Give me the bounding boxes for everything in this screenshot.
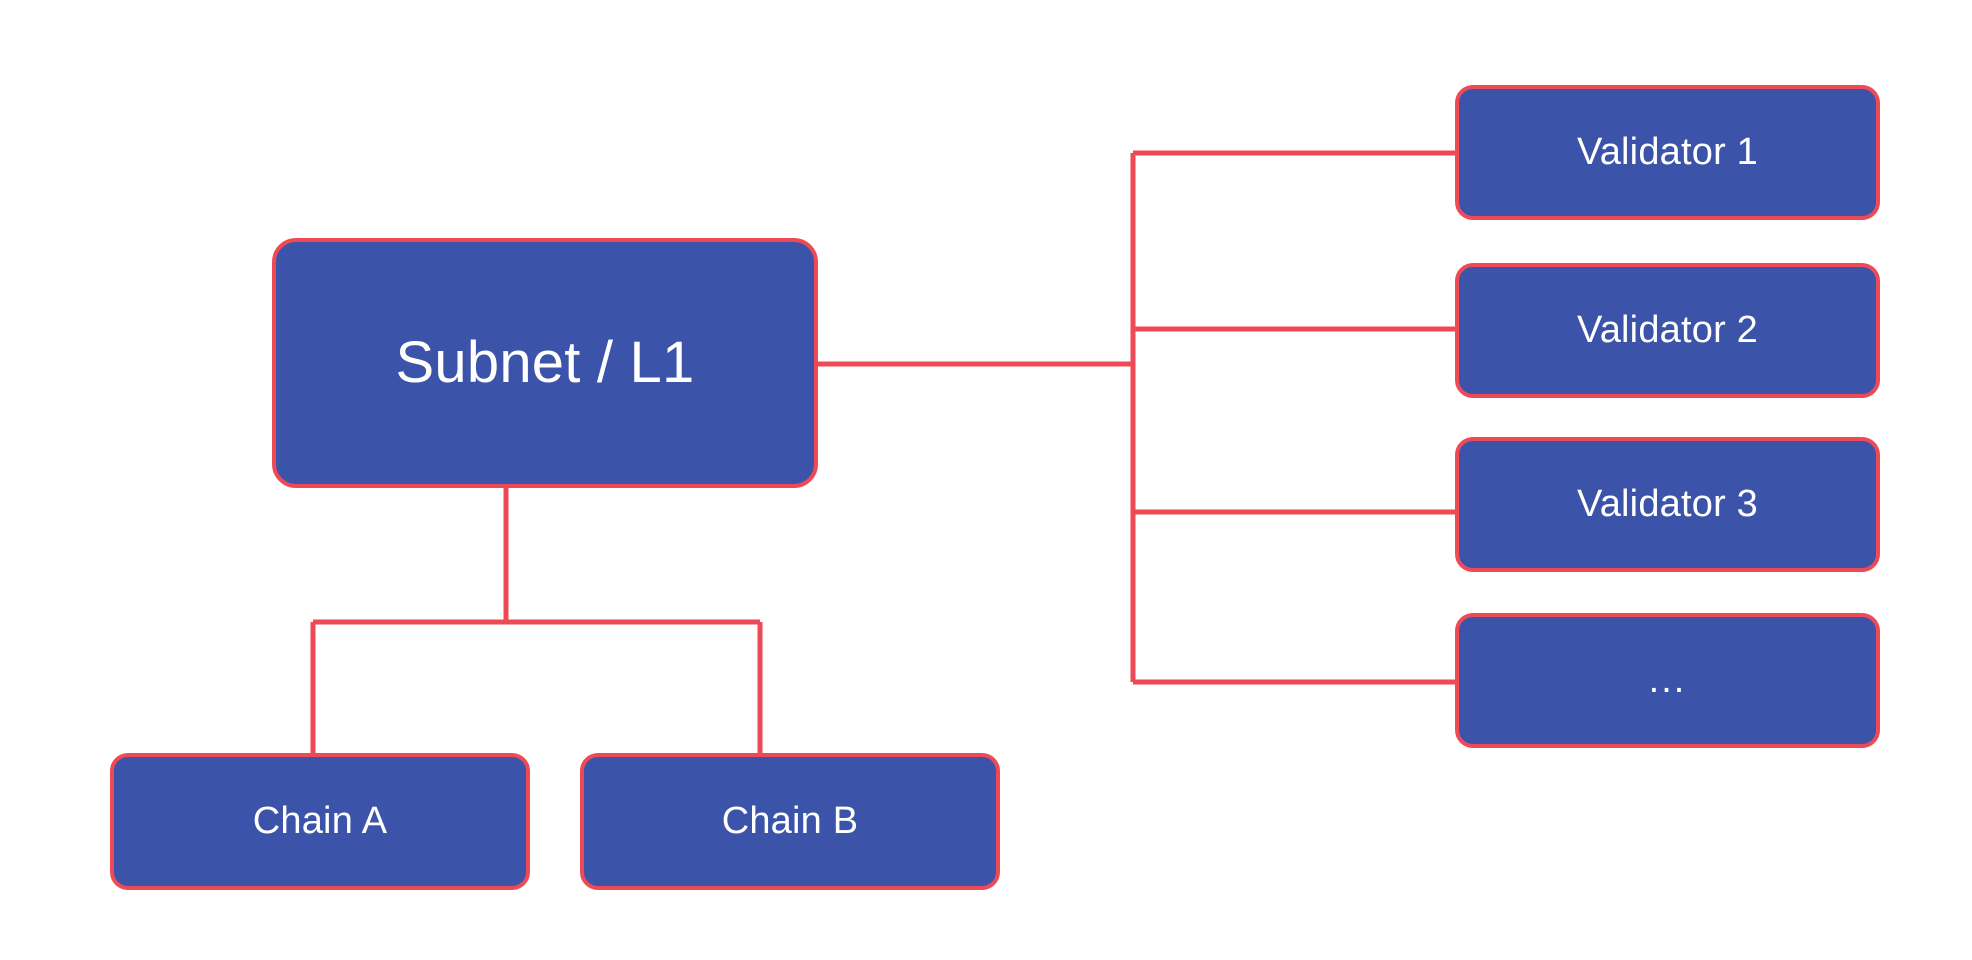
node-chain-a-label: Chain A [252,799,388,842]
node-validator-3-label: Validator 3 [1576,482,1759,525]
node-validator-1[interactable]: Validator 1 [1455,85,1880,220]
node-validator-more-label: ... [1648,658,1687,701]
node-chain-b-label: Chain B [721,799,859,842]
node-validator-2-label: Validator 2 [1576,308,1759,351]
node-subnet-l1[interactable]: Subnet / L1 [272,238,818,488]
node-validator-1-label: Validator 1 [1576,130,1759,173]
node-chain-b[interactable]: Chain B [580,753,1000,890]
node-subnet-l1-label: Subnet / L1 [395,330,695,396]
node-validator-3[interactable]: Validator 3 [1455,437,1880,572]
node-validator-more[interactable]: ... [1455,613,1880,748]
node-chain-a[interactable]: Chain A [110,753,530,890]
node-validator-2[interactable]: Validator 2 [1455,263,1880,398]
